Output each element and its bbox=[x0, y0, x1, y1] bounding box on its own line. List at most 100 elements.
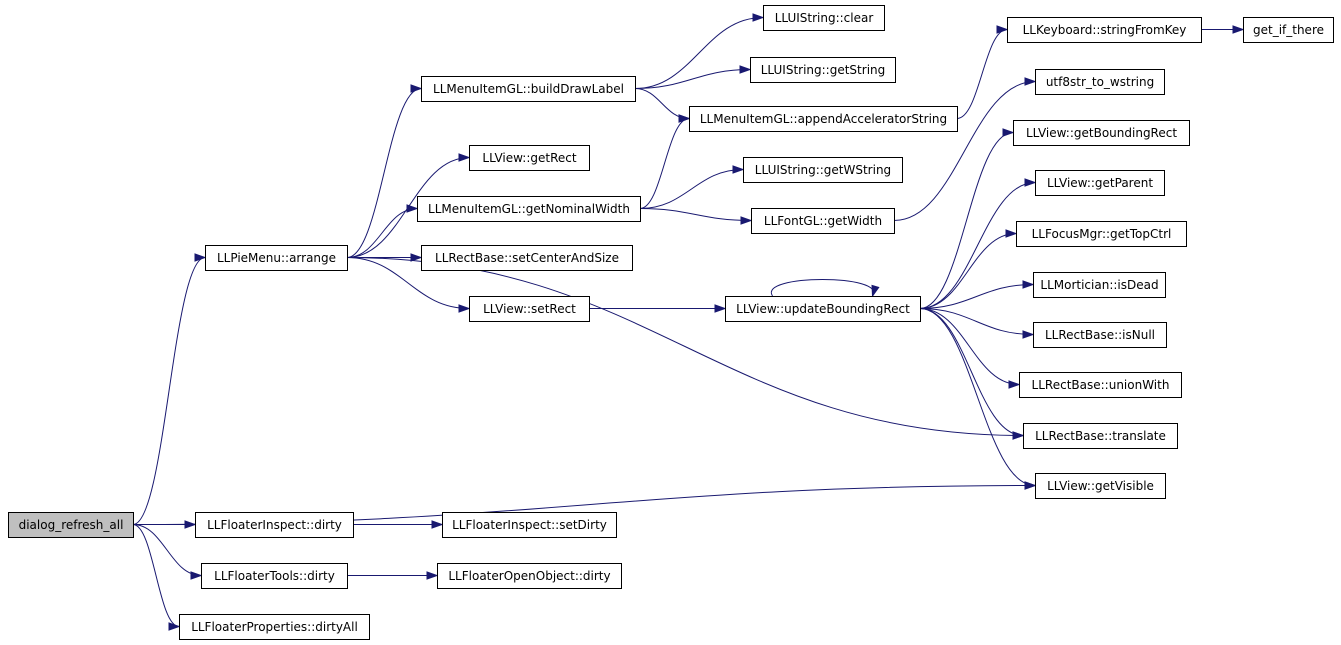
node-label: LLFloaterTools::dirty bbox=[214, 569, 335, 583]
edge-view_update-to-view_update bbox=[770, 279, 880, 298]
edge-line bbox=[956, 29, 1008, 119]
edge-ft_dirty-to-foo_dirty bbox=[347, 571, 439, 580]
edge-arrowhead bbox=[410, 84, 423, 93]
node-view-bounding[interactable]: LLView::getBoundingRect bbox=[1013, 120, 1190, 146]
node-str-clear[interactable]: LLUIString::clear bbox=[763, 5, 885, 31]
edge-arrowhead bbox=[190, 571, 203, 580]
node-box bbox=[1243, 17, 1334, 43]
edge-line bbox=[919, 308, 1020, 385]
node-label: dialog_refresh_all bbox=[19, 518, 124, 532]
edge-line bbox=[919, 233, 1017, 309]
node-rect-translate[interactable]: LLRectBase::translate bbox=[1023, 423, 1178, 449]
node-rect-union[interactable]: LLRectBase::unionWith bbox=[1019, 372, 1182, 398]
node-label: LLView::setRect bbox=[483, 302, 576, 316]
edge-arrowhead bbox=[406, 204, 419, 213]
node-box bbox=[8, 512, 134, 538]
node-rect-null[interactable]: LLRectBase::isNull bbox=[1033, 322, 1167, 348]
node-box bbox=[421, 245, 633, 271]
edge-pie_arrange-to-rect_translate bbox=[346, 257, 1025, 440]
edge-arrowhead bbox=[1008, 380, 1021, 389]
edge-line bbox=[346, 208, 418, 258]
node-box bbox=[195, 512, 354, 538]
node-mort-dead[interactable]: LLMortician::isDead bbox=[1033, 272, 1166, 298]
node-foo-dirty[interactable]: LLFloaterOpenObject::dirty bbox=[437, 563, 622, 589]
node-label: LLMortician::isDead bbox=[1040, 278, 1158, 292]
node-fp-dirtyall[interactable]: LLFloaterProperties::dirtyAll bbox=[179, 614, 370, 640]
node-menu-append[interactable]: LLMenuItemGL::appendAcceleratorString bbox=[689, 106, 958, 132]
edge-font_width-to-utf8 bbox=[893, 77, 1037, 221]
node-box bbox=[1019, 372, 1182, 398]
node-label: get_if_there bbox=[1253, 23, 1324, 37]
edge-line bbox=[639, 118, 690, 209]
node-view-setrect[interactable]: LLView::setRect bbox=[469, 296, 590, 322]
node-label: LLPieMenu::arrange bbox=[217, 251, 336, 265]
node-box bbox=[750, 57, 896, 83]
node-fi-dirty[interactable]: LLFloaterInspect::dirty bbox=[195, 512, 354, 538]
edge-arrowhead bbox=[1005, 229, 1018, 238]
node-box bbox=[1023, 423, 1178, 449]
node-view-visible[interactable]: LLView::getVisible bbox=[1035, 473, 1166, 499]
edge-line bbox=[639, 169, 744, 209]
node-box bbox=[201, 563, 348, 589]
edge-line bbox=[919, 308, 1036, 486]
node-menu-nominal[interactable]: LLMenuItemGL::getNominalWidth bbox=[417, 196, 641, 222]
edge-arrowhead bbox=[1012, 431, 1025, 440]
node-label: LLView::getBoundingRect bbox=[1026, 126, 1177, 140]
edge-menu_nominal-to-str_getwstring bbox=[639, 165, 745, 209]
node-dialog-refresh-all[interactable]: dialog_refresh_all bbox=[8, 512, 134, 538]
node-view-update[interactable]: LLView::updateBoundingRect bbox=[725, 296, 921, 322]
edge-arrowhead bbox=[1232, 25, 1245, 34]
edge-line bbox=[634, 88, 690, 119]
node-box bbox=[1035, 69, 1165, 95]
edge-view_update-to-view_visible bbox=[919, 308, 1037, 490]
edge-menu_nominal-to-font_width bbox=[639, 208, 753, 225]
node-font-width[interactable]: LLFontGL::getWidth bbox=[751, 208, 895, 234]
node-label: LLView::getRect bbox=[482, 151, 576, 165]
node-label: LLFloaterInspect::dirty bbox=[207, 518, 342, 532]
node-focus-top[interactable]: LLFocusMgr::getTopCtrl bbox=[1016, 221, 1187, 247]
node-box bbox=[763, 5, 885, 31]
edge-arrowhead bbox=[410, 253, 423, 262]
edge-arrowhead bbox=[714, 304, 727, 313]
node-ft-dirty[interactable]: LLFloaterTools::dirty bbox=[201, 563, 348, 589]
edge-line bbox=[346, 257, 1024, 436]
node-menu-build[interactable]: LLMenuItemGL::buildDrawLabel bbox=[421, 76, 636, 102]
node-pie-arrange[interactable]: LLPieMenu::arrange bbox=[205, 245, 348, 271]
edge-line bbox=[919, 182, 1036, 309]
edge-menu_append-to-kb_stringfromkey bbox=[956, 25, 1009, 119]
node-label: LLRectBase::translate bbox=[1035, 429, 1166, 443]
node-rect-setcenter[interactable]: LLRectBase::setCenterAndSize bbox=[421, 245, 633, 271]
node-str-getwstring[interactable]: LLUIString::getWString bbox=[743, 157, 903, 183]
node-label: LLView::updateBoundingRect bbox=[736, 302, 910, 316]
node-utf8[interactable]: utf8str_to_wstring bbox=[1035, 69, 1165, 95]
edge-kb_stringfromkey-to-get_if_there bbox=[1201, 25, 1245, 34]
node-box bbox=[1016, 221, 1187, 247]
node-box bbox=[1035, 170, 1165, 196]
node-str-getstring[interactable]: LLUIString::getString bbox=[750, 57, 896, 83]
edge-pie_arrange-to-menu_nominal bbox=[346, 204, 419, 258]
node-label: LLMenuItemGL::getNominalWidth bbox=[428, 202, 630, 216]
edge-arrowhead bbox=[678, 114, 691, 123]
node-get-if-there[interactable]: get_if_there bbox=[1243, 17, 1334, 43]
node-label: LLFontGL::getWidth bbox=[764, 214, 882, 228]
edge-line bbox=[893, 81, 1036, 221]
node-view-parent[interactable]: LLView::getParent bbox=[1035, 170, 1165, 196]
edge-view_update-to-view_bounding bbox=[919, 128, 1015, 309]
edge-view_update-to-rect_translate bbox=[919, 308, 1025, 440]
nodes-layer: dialog_refresh_all LLPieMenu::arrange LLMe… bbox=[8, 5, 1334, 640]
edge-line bbox=[919, 284, 1034, 309]
edge-view_update-to-focus_top bbox=[919, 229, 1018, 309]
edge-arrowhead bbox=[168, 622, 181, 631]
edge-arrowhead bbox=[431, 520, 444, 529]
edge-arrowhead bbox=[458, 153, 471, 162]
node-view-getrect[interactable]: LLView::getRect bbox=[469, 145, 590, 171]
node-fi-setdirty[interactable]: LLFloaterInspect::setDirty bbox=[442, 512, 617, 538]
node-kb-stringfromkey[interactable]: LLKeyboard::stringFromKey bbox=[1007, 17, 1202, 43]
edge-view_update-to-view_parent bbox=[919, 178, 1037, 309]
edge-arrowhead bbox=[458, 304, 471, 313]
edge-dialog_refresh_all-to-pie_arrange bbox=[132, 253, 207, 525]
edge-line bbox=[634, 69, 751, 89]
edge-dialog_refresh_all-to-fp_dirtyall bbox=[132, 524, 181, 631]
node-label: LLUIString::getString bbox=[761, 63, 886, 77]
node-label: LLMenuItemGL::buildDrawLabel bbox=[433, 82, 624, 96]
